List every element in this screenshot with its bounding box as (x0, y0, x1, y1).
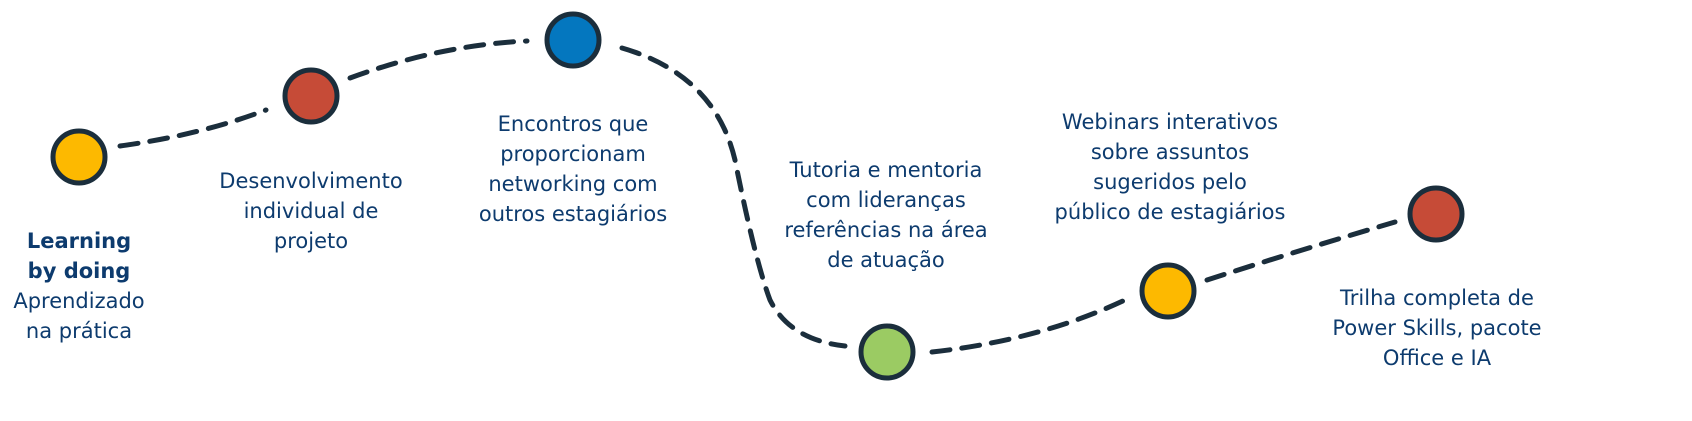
path-segment (347, 38, 530, 81)
step-text: Aprendizado (13, 289, 145, 313)
step-text: networking com (488, 172, 658, 196)
step-title: by doing (27, 259, 131, 283)
step-text: Webinars interativos (1061, 110, 1279, 134)
step-text: na prática (25, 319, 133, 343)
step-text: referências na área (784, 218, 988, 242)
step-text: público de estagiários (1054, 200, 1286, 224)
step-text: Power Skills, pacote (1332, 316, 1542, 340)
step-marker-1 (50, 128, 108, 186)
path-segment (619, 45, 848, 349)
step-label-4: Tutoria e mentoria com lideranças referê… (784, 155, 987, 275)
step-marker-2 (282, 67, 340, 125)
step-text: individual de (243, 199, 379, 223)
step-text: Tutoria e mentoria (789, 158, 983, 182)
step-text: sugeridos pelo (1093, 170, 1247, 194)
step-title: Learning (26, 229, 132, 253)
step-text: projeto (273, 229, 349, 253)
step-text: Trilha completa de (1340, 286, 1534, 310)
step-label-6: Trilha completa de Power Skills, pacote … (1332, 283, 1541, 373)
step-label-3: Encontros que proporcionam networking co… (479, 109, 667, 229)
step-text: Office e IA (1382, 346, 1492, 370)
path-segment (117, 107, 269, 149)
step-text: sobre assuntos (1090, 140, 1250, 164)
step-marker-5 (1139, 262, 1197, 320)
step-text: de atuação (827, 248, 945, 272)
path-segment (929, 297, 1128, 355)
step-label-5: Webinars interativos sobre assuntos suge… (1055, 107, 1286, 227)
step-marker-4 (858, 323, 916, 381)
step-label-1: Learning by doing Aprendizado na prática (13, 226, 144, 346)
step-text: outros estagiários (478, 202, 668, 226)
step-label-2: Desenvolvimento individual de projeto (219, 166, 402, 256)
step-text: Desenvolvimento (219, 169, 403, 193)
step-text: Encontros que (497, 112, 649, 136)
path-segment (1204, 219, 1398, 283)
step-text: com lideranças (806, 188, 966, 212)
step-text: proporcionam (500, 142, 646, 166)
step-marker-3 (544, 11, 602, 69)
step-marker-6 (1407, 185, 1465, 243)
